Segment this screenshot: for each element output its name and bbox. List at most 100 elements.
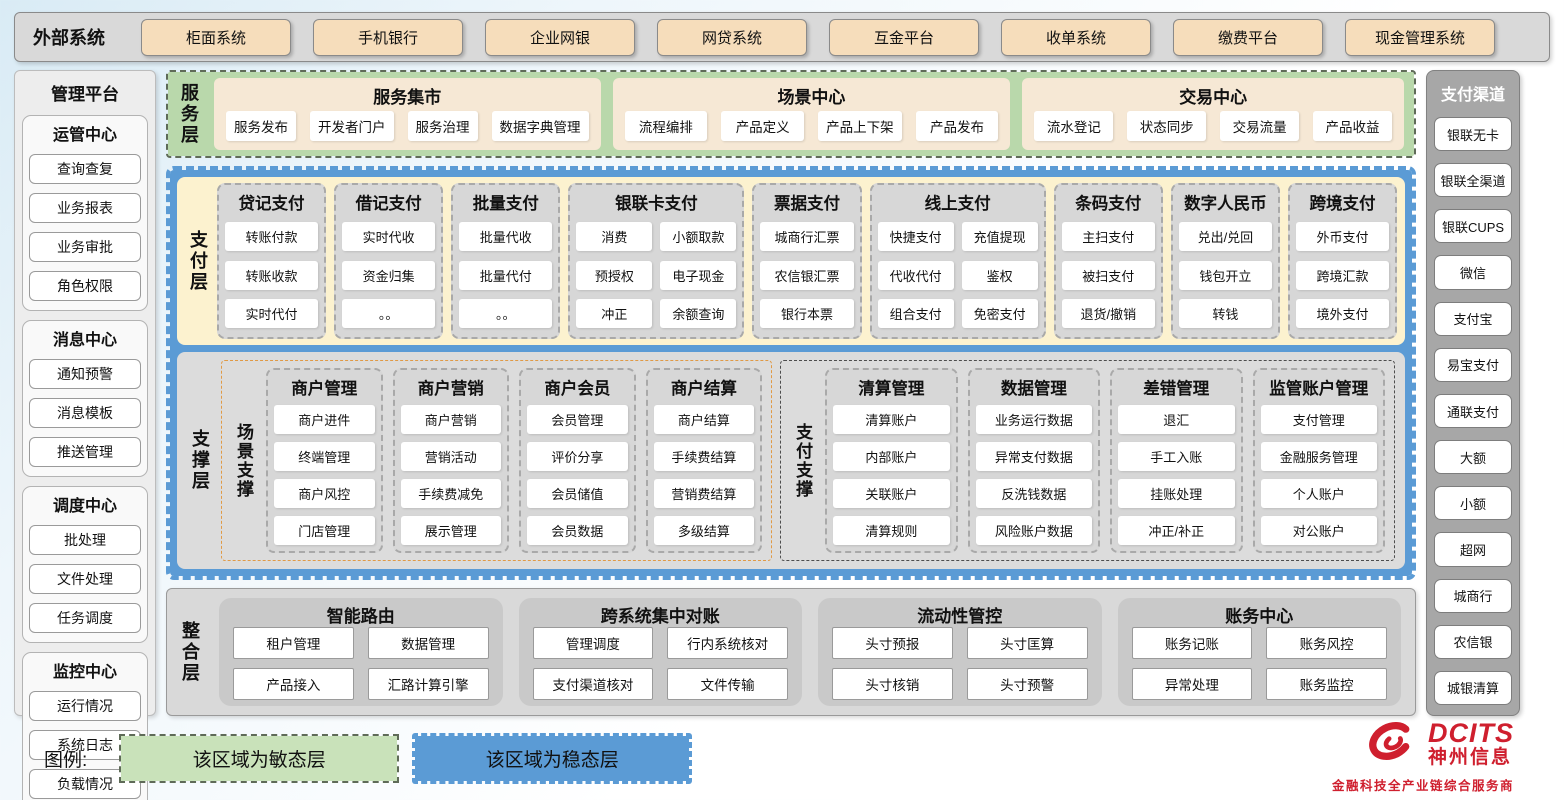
service-item-box: 状态同步 (1127, 111, 1207, 141)
integration-group-items: 头寸预报 头寸匡算 头寸核销 头寸预警 (832, 627, 1088, 700)
payment-column-items: 转账付款 转账收款 实时代付 (225, 220, 319, 330)
support-column-title: 监管账户管理 (1269, 380, 1369, 398)
payment-channel-box: 微信 (1434, 255, 1512, 290)
payment-item-box: 转钱 (1178, 299, 1272, 329)
support-column: 清算管理 清算账户 内部账户 关联账户 (825, 368, 958, 553)
payment-item-box: 批量代收 (459, 221, 553, 251)
integration-group-items: 管理调度 行内系统核对 支付渠道核对 文件传输 (532, 627, 788, 700)
payment-column: 跨境支付 外币支付 跨境汇款 境外支付 (1287, 183, 1398, 339)
payment-column-title: 跨境支付 (1309, 195, 1376, 213)
integration-item-box: 租户管理 (233, 627, 354, 659)
support-column-title: 数据管理 (1000, 380, 1067, 398)
integration-item-box: 账务风控 (1266, 627, 1387, 659)
support-layer: 支撑层 场景支撑 商户管理 商户进件 (177, 352, 1405, 569)
integration-group-title: 账务中心 (1225, 607, 1294, 626)
payment-channel-box: 易宝支付 (1434, 347, 1512, 382)
payment-column-title: 贷记支付 (238, 195, 305, 213)
payment-channel-box: 农信银 (1434, 624, 1512, 659)
support-item-box: 支付管理 (1260, 405, 1377, 434)
service-item-box: 开发者门户 (310, 111, 394, 141)
integration-group-items: 账务记账 账务风控 异常处理 账务监控 (1131, 627, 1387, 700)
payment-item-box: 电子现金 (660, 260, 737, 290)
support-item-box: 内部账户 (833, 442, 950, 471)
support-item-box: 手工入账 (1118, 442, 1235, 471)
payment-item-box: 快捷支付 (877, 221, 954, 251)
support-column-title: 商户管理 (291, 380, 358, 398)
service-group-title: 交易中心 (1179, 88, 1248, 107)
integration-item-box: 产品接入 (233, 668, 354, 700)
management-item-box: 业务报表 (29, 193, 141, 223)
support-column: 监管账户管理 支付管理 金融服务管理 个人账户 (1252, 368, 1385, 553)
support-item-box: 对公账户 (1260, 516, 1377, 545)
external-systems-label: 外部系统 (33, 28, 105, 48)
integration-group: 流动性管控 头寸预报 头寸匡算 头寸核销 头寸预警 (818, 598, 1102, 706)
payment-item-box: 鉴权 (961, 260, 1038, 290)
support-item-box: 金融服务管理 (1260, 442, 1377, 471)
support-item-box: 冲正/补正 (1118, 516, 1235, 545)
service-group-items: 流水登记 状态同步 交易流量 产品收益 (1034, 111, 1392, 141)
integration-item-box: 头寸预警 (966, 668, 1088, 700)
integration-item-box: 头寸预报 (832, 627, 953, 659)
management-item-box: 查询查复 (29, 154, 141, 184)
payment-column: 批量支付 批量代收 批量代付 。。 (451, 183, 561, 339)
payment-item-box: 小额取款 (660, 221, 737, 251)
integration-group-items: 租户管理 数据管理 产品接入 汇路计算引擎 (233, 627, 489, 700)
payment-channel-box: 银联CUPS (1434, 209, 1512, 244)
integration-group: 智能路由 租户管理 数据管理 产品接入 汇路计算引擎 (219, 598, 503, 706)
payment-item-box: 农信银汇票 (760, 260, 854, 290)
service-group: 场景中心 流程编排 产品定义 产品上下架 产品发布 (612, 78, 1011, 150)
support-item-box: 关联账户 (833, 479, 950, 508)
payment-item-box: 。。 (459, 299, 553, 329)
service-item-box: 流水登记 (1034, 111, 1114, 141)
payment-item-box: 转账收款 (225, 260, 319, 290)
support-column-items: 商户进件 终端管理 商户风控 门店管理 (274, 405, 375, 545)
external-system-box: 收单系统 (1001, 18, 1151, 56)
payment-column-items: 城商行汇票 农信银汇票 银行本票 (760, 220, 854, 330)
support-item-box: 业务运行数据 (975, 405, 1093, 434)
payment-item-box: 实时代付 (225, 299, 319, 329)
payment-item-box: 批量代付 (459, 260, 553, 290)
service-item-box: 交易流量 (1220, 111, 1300, 141)
payment-column: 票据支付 城商行汇票 农信银汇票 银行本票 (752, 183, 862, 339)
management-item-box: 运行情况 (29, 691, 141, 721)
integration-layer: 整合层 智能路由 租户管理 数据管理 产品接入 汇路计算引擎 (166, 588, 1416, 716)
payment-channel-box: 城银清算 (1434, 670, 1512, 706)
support-item-box: 反洗钱数据 (975, 479, 1093, 508)
payment-column: 线上支付 快捷支付 充值提现 代收代付 鉴权 (869, 183, 1046, 339)
external-system-box: 网贷系统 (657, 18, 807, 56)
payment-column-title: 票据支付 (774, 195, 841, 213)
payment-item-box: 退货/撤销 (1061, 299, 1155, 329)
support-item-box: 挂账处理 (1118, 479, 1235, 508)
management-item-box: 任务调度 (29, 603, 141, 633)
service-item-box: 服务治理 (407, 111, 478, 141)
support-column-items: 会员管理 评价分享 会员储值 会员数据 (527, 405, 628, 545)
payment-item-box: 冲正 (576, 299, 653, 329)
management-group-title: 监控中心 (52, 664, 117, 681)
support-item-box: 商户营销 (400, 405, 502, 434)
management-group: 调度中心 批处理 文件处理 任务调度 (22, 486, 148, 643)
management-item-box: 角色权限 (29, 271, 141, 301)
external-system-box: 企业网银 (485, 18, 635, 56)
payment-column-items: 批量代收 批量代付 。。 (459, 220, 553, 330)
management-group: 运管中心 查询查复 业务报表 业务审批 角色权限 (22, 115, 148, 311)
management-group-title: 消息中心 (52, 332, 117, 349)
logo-company-name: 神州信息 (1428, 746, 1513, 768)
legend-agile-layer: 该区域为敏态层 (119, 733, 400, 783)
integration-item-box: 头寸匡算 (966, 627, 1088, 659)
legend-stable-layer: 该区域为稳态层 (412, 732, 693, 784)
management-item-box: 负载情况 (29, 769, 141, 799)
external-system-box: 柜面系统 (141, 18, 291, 56)
service-group-items: 流程编排 产品定义 产品上下架 产品发布 (624, 111, 999, 141)
payment-channel-box: 银联无卡 (1434, 117, 1512, 152)
integration-layer-label: 整合层 (180, 620, 200, 684)
payment-columns: 贷记支付 转账付款 转账收款 实时代付 (217, 183, 1398, 339)
payment-column-items: 快捷支付 充值提现 代收代付 鉴权 组合支付 (877, 220, 1038, 330)
payment-column: 条码支付 主扫支付 被扫支付 退货/撤销 (1053, 183, 1163, 339)
integration-group-title: 流动性管控 (917, 607, 1003, 626)
payment-column-title: 借记支付 (355, 195, 422, 213)
support-item-box: 手续费减免 (400, 479, 502, 508)
center-column: 服务层 服务集市 服务发布 开发者门户 服务治理 数据字典管理 (166, 70, 1416, 716)
payment-channel-box: 超网 (1434, 532, 1512, 567)
payment-item-box: 余额查询 (660, 299, 737, 329)
service-layer-label: 服务层 (179, 82, 199, 146)
